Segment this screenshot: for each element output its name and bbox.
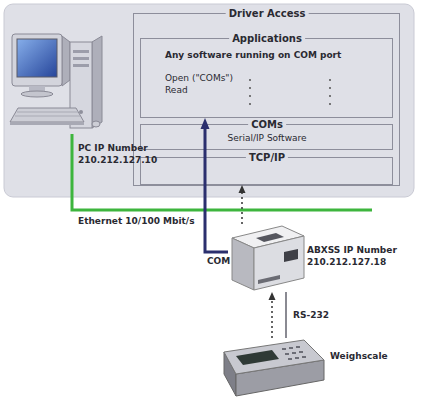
drive-slot	[73, 50, 89, 53]
connector-label: RS-232	[293, 310, 329, 321]
box-title: TCP/IP	[246, 151, 288, 164]
code-line: Read	[165, 85, 188, 96]
monitor-body	[12, 34, 62, 86]
code-line: Open ("COMs")	[165, 73, 233, 84]
ip-number: 210.212.127.18	[307, 257, 386, 268]
box-title: COMs	[248, 118, 286, 131]
key	[282, 348, 286, 350]
device-logo	[256, 233, 284, 242]
data-flow-arrow	[271, 298, 273, 338]
scale-top	[224, 340, 324, 374]
rs232-cable	[285, 292, 287, 338]
key	[285, 353, 289, 355]
box-title: Applications	[229, 32, 305, 45]
weighscale-illustration	[224, 340, 324, 396]
key	[288, 358, 292, 360]
ellipsis-dots	[249, 79, 331, 105]
dot	[249, 79, 251, 81]
pc-node: PC IP Number210.212.127.10	[8, 30, 106, 135]
dot	[329, 103, 331, 105]
network-label: Ethernet 10/100 Mbit/s	[78, 216, 195, 227]
keyboard	[10, 108, 84, 122]
key	[292, 352, 296, 354]
device-side	[232, 238, 254, 290]
abxss-device	[232, 226, 304, 290]
dot	[329, 95, 331, 97]
mouse	[92, 121, 100, 127]
ip-label: PC IP Number	[78, 143, 148, 154]
keyboard-edge	[10, 122, 84, 125]
tower-side	[92, 36, 102, 128]
scale-keypad	[282, 346, 306, 360]
panel	[4, 4, 414, 197]
coms-box: COMsSerial/IP Software	[140, 124, 393, 150]
arrow-head	[201, 118, 210, 129]
ethernet-line	[72, 134, 372, 210]
arrow-head	[239, 185, 246, 193]
device-front	[254, 236, 304, 290]
device-label: Weighscale	[330, 351, 388, 362]
dot	[249, 95, 251, 97]
connector-label: COM	[207, 256, 230, 267]
weighscale-node: Weighscale	[218, 338, 326, 402]
body-text: Serial/IP Software	[227, 133, 306, 144]
applications-box: ApplicationsAny software running on COM …	[140, 38, 393, 118]
monitor-screen	[17, 39, 57, 77]
drive-slot	[73, 64, 89, 67]
ip-number: 210.212.127.10	[78, 155, 157, 166]
key-row	[17, 112, 78, 113]
scale-display	[236, 350, 279, 365]
arrow-head	[269, 292, 276, 300]
box-title: Driver Access	[226, 7, 309, 20]
abxss-node: ABXSS IP Number210.212.127.18	[228, 224, 306, 292]
driver-access-box: Driver AccessApplicationsAny software ru…	[133, 13, 400, 186]
key	[299, 351, 303, 353]
monitor-base	[21, 91, 53, 97]
pc-illustration	[10, 34, 102, 128]
key	[296, 346, 300, 348]
drive-slot	[73, 57, 89, 60]
terminal-block	[258, 275, 280, 284]
dot	[249, 103, 251, 105]
data-flow-arrow	[241, 191, 243, 224]
tcpip-box: TCP/IP	[140, 157, 393, 185]
key	[289, 347, 293, 349]
key	[302, 356, 306, 358]
ip-label: ABXSS IP Number	[307, 245, 397, 256]
key	[295, 357, 299, 359]
key-row	[15, 116, 80, 117]
body-text: Any software running on COM port	[165, 50, 341, 61]
com-arrow	[205, 127, 228, 252]
dot	[249, 87, 251, 89]
dot	[329, 87, 331, 89]
monitor-side	[62, 36, 70, 86]
db9-connector	[284, 249, 298, 262]
dot	[329, 79, 331, 81]
